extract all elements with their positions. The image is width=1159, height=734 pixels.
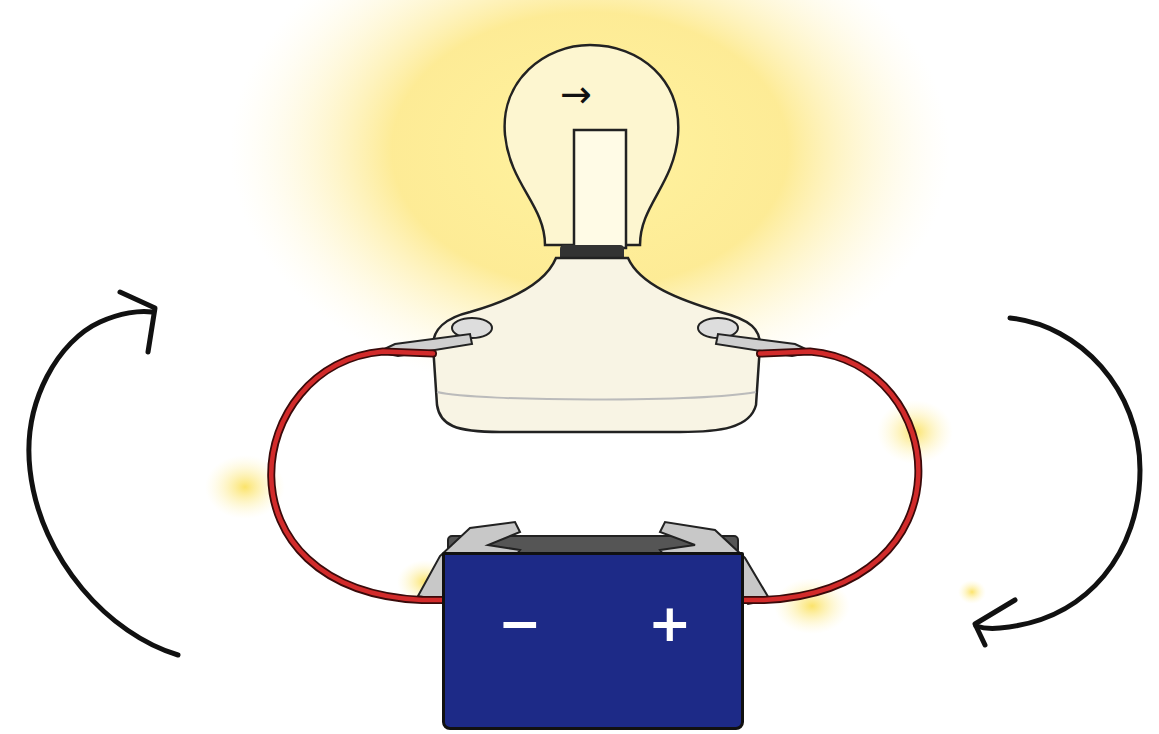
polarity-sign: − (498, 593, 542, 653)
socket-rim (437, 392, 756, 400)
current-arrow-symbol: → (560, 72, 592, 116)
flow-arrow-head (120, 292, 155, 352)
flow-arrow (29, 311, 178, 655)
polarity-sign: + (648, 593, 692, 653)
battery: −+ (442, 552, 744, 730)
light-bulb: → (433, 40, 760, 432)
flow-arrow (976, 318, 1140, 628)
bulb-socket (433, 258, 760, 432)
filament (574, 130, 626, 248)
flow-arrow-head (975, 600, 1015, 645)
wire-glow (958, 580, 986, 604)
red-wire (744, 352, 918, 600)
red-wire (271, 352, 442, 600)
